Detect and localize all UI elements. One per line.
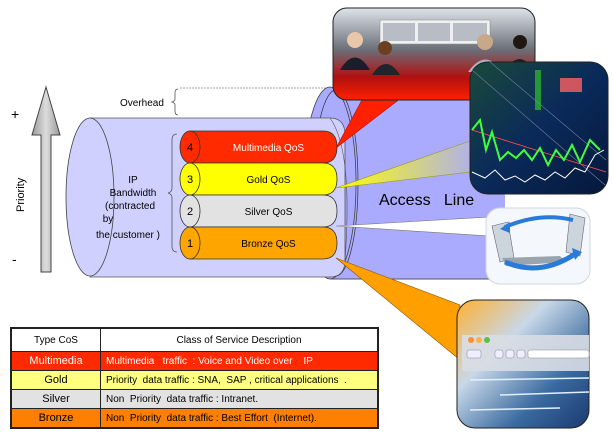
qos-tube-silver: 2 Silver QoS bbox=[179, 194, 338, 228]
header-description: Class of Service Description bbox=[100, 327, 379, 352]
web-browser-photo bbox=[456, 299, 590, 429]
svg-text:Bandwidth: Bandwidth bbox=[110, 188, 157, 199]
table-row: Bronze Non Priority data traffic : Best … bbox=[10, 408, 379, 429]
row-type: Bronze bbox=[10, 408, 101, 429]
svg-text:IP: IP bbox=[128, 175, 138, 186]
cos-table: Type CoS Class of Service Description Mu… bbox=[10, 327, 379, 429]
qos-priority-number: 4 bbox=[187, 142, 193, 154]
qos-tube-gold: 3 Gold QoS bbox=[179, 162, 338, 196]
qos-priority-number: 3 bbox=[187, 174, 193, 186]
stock-chart-photo bbox=[469, 61, 609, 195]
qos-priority-number: 1 bbox=[187, 238, 193, 250]
header-type-cos: Type CoS bbox=[10, 327, 101, 352]
laptops-sync-photo bbox=[485, 207, 591, 285]
table-row: Multimedia Multimedia traffic : Voice an… bbox=[10, 351, 379, 371]
row-description: Multimedia traffic : Voice and Video ove… bbox=[100, 351, 379, 371]
overhead-label: Overhead bbox=[120, 98, 164, 109]
row-description: Non Priority data traffic : Best Effort … bbox=[100, 408, 379, 429]
svg-text:by: by bbox=[103, 214, 114, 225]
priority-minus: - bbox=[12, 251, 17, 267]
row-type: Gold bbox=[10, 370, 101, 390]
qos-tube-multimedia: 4 Multimedia QoS bbox=[179, 130, 338, 164]
qos-tube-body bbox=[189, 226, 338, 260]
qos-label: Gold QoS bbox=[247, 175, 291, 186]
qos-label: Multimedia QoS bbox=[233, 143, 304, 154]
row-type: Silver bbox=[10, 389, 101, 409]
priority-arrow bbox=[31, 85, 61, 273]
qos-priority-number: 2 bbox=[187, 206, 193, 218]
row-description: Non Priority data traffic : Intranet. bbox=[100, 389, 379, 409]
priority-plus: + bbox=[11, 106, 19, 122]
qos-label: Bronze QoS bbox=[241, 239, 296, 250]
qos-tubes: 4 Multimedia QoS 3 Gold QoS 2 Silver QoS 1 Bron… bbox=[179, 130, 338, 260]
priority-label: Priority bbox=[15, 177, 27, 212]
table-row: Gold Priority data traffic : SNA, SAP , … bbox=[10, 370, 379, 390]
row-description: Priority data traffic : SNA, SAP , criti… bbox=[100, 370, 379, 390]
qos-tube-bronze: 1 Bronze QoS bbox=[179, 226, 338, 260]
table-row: Silver Non Priority data traffic : Intra… bbox=[10, 389, 379, 409]
qos-brace bbox=[167, 133, 178, 253]
svg-text:the customer ): the customer ) bbox=[96, 230, 160, 241]
qos-tube-cap bbox=[179, 226, 201, 260]
table-header-row: Type CoS Class of Service Description bbox=[10, 327, 379, 352]
overhead-brace bbox=[170, 88, 179, 116]
row-type: Multimedia bbox=[10, 351, 101, 371]
svg-text:(contracted: (contracted bbox=[105, 201, 155, 212]
access-line-label: Access Line bbox=[379, 192, 474, 209]
bandwidth-label: IP Bandwidth (contracted by the customer… bbox=[96, 175, 160, 241]
qos-label: Silver QoS bbox=[245, 207, 293, 218]
